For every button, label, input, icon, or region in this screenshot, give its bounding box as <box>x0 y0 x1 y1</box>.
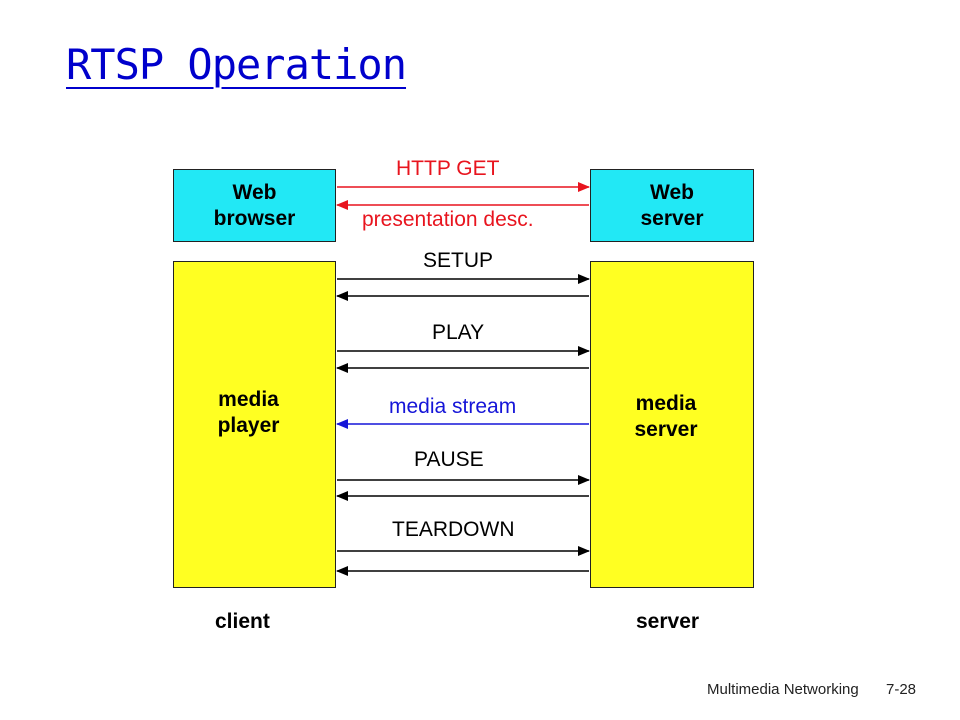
web-server-box: Web server <box>590 169 754 242</box>
footer-course: Multimedia Networking <box>707 681 859 698</box>
media-server-label: media server <box>634 391 698 441</box>
setup-label: SETUP <box>423 249 494 272</box>
web-browser-label: Web browser <box>213 180 296 230</box>
media-server-box: media server <box>590 261 754 588</box>
page-title: RTSP Operation <box>66 40 407 89</box>
media-stream-label: media stream <box>389 395 517 418</box>
footer-page-number: 7-28 <box>886 681 917 698</box>
web-browser-box: Web browser <box>173 169 336 242</box>
client-label: client <box>215 610 270 633</box>
http-get-label: HTTP GET <box>396 157 500 180</box>
server-label: server <box>636 610 700 633</box>
media-player-label: media player <box>217 387 280 437</box>
play-label: PLAY <box>432 321 485 344</box>
presentation-desc-label: presentation desc. <box>362 208 534 231</box>
media-player-box: media player <box>173 261 336 588</box>
teardown-label: TEARDOWN <box>392 518 515 541</box>
web-server-label: Web server <box>640 180 704 230</box>
pause-label: PAUSE <box>414 448 484 471</box>
